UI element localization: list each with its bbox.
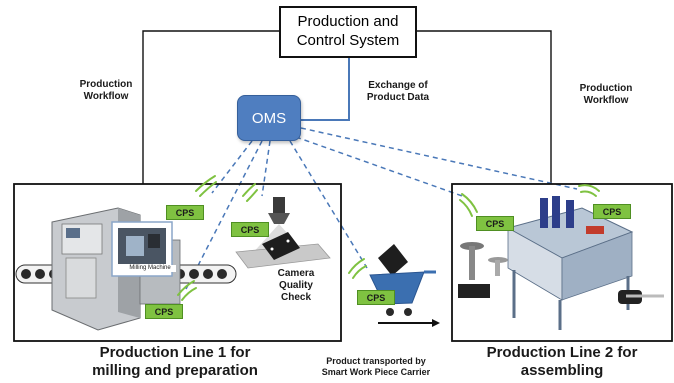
milling-machine-label: Milling Machine — [124, 265, 176, 273]
pcs-label-line1: Production and — [297, 13, 399, 31]
cps-badge-carrier: CPS — [357, 290, 395, 305]
production-line-1-box — [13, 183, 342, 342]
workflow-line-right — [417, 30, 552, 184]
assembly-station-icon — [458, 196, 664, 330]
workflow-lines — [142, 30, 552, 184]
work-piece-carrier-icon — [369, 244, 440, 327]
exchange-data-line — [301, 58, 350, 121]
production-line-2-box — [451, 183, 673, 342]
cps-badge-line2-right: CPS — [593, 204, 631, 219]
camera-station-icon — [235, 197, 331, 269]
production-control-system-box: Production and Control System — [279, 6, 417, 58]
cps-badge-line2-left: CPS — [476, 216, 514, 231]
pcs-label-line2: Control System — [296, 32, 400, 49]
wifi-signal-icons — [177, 175, 600, 301]
wireless-links — [185, 127, 578, 290]
workflow-line-left — [142, 30, 279, 184]
cps-badge-line1-bottom: CPS — [145, 304, 183, 319]
cps-badge-line1-top: CPS — [166, 205, 204, 220]
milling-machine-icon — [51, 207, 181, 331]
oms-node: OMS — [237, 95, 301, 141]
cps-badge-camera: CPS — [231, 222, 269, 237]
